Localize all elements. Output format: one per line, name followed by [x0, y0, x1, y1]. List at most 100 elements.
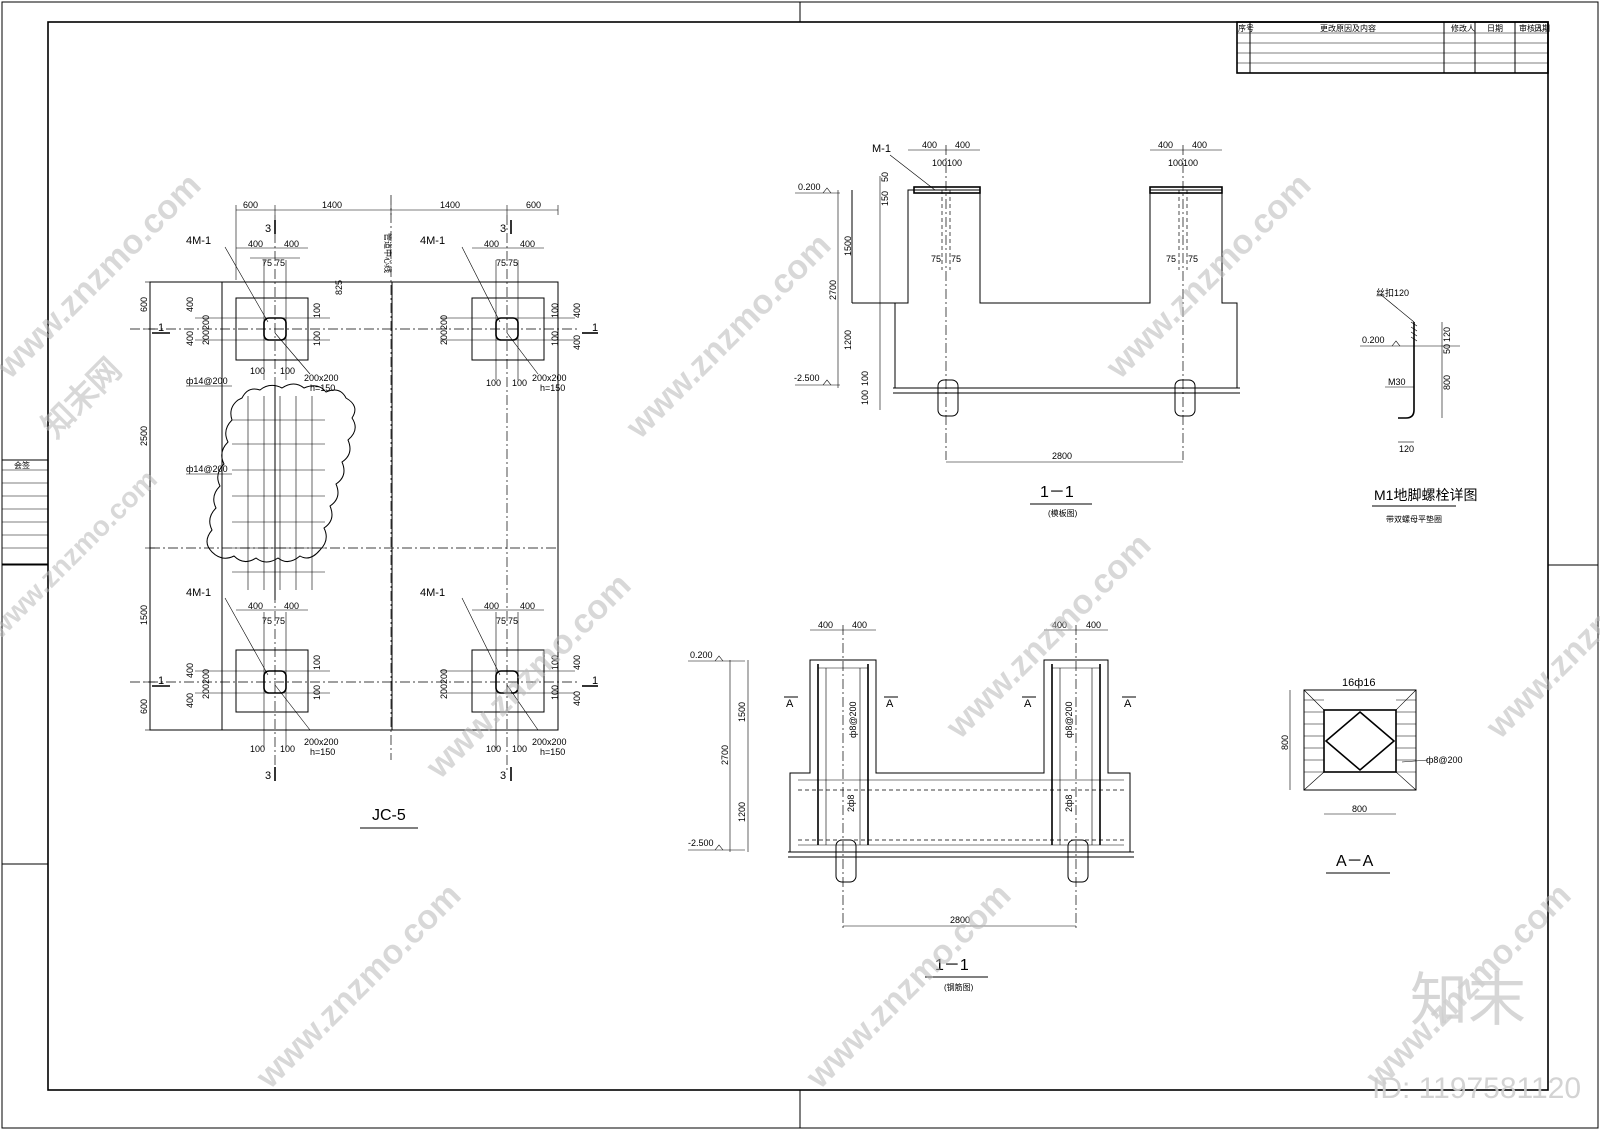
plan-dim-top-3: 1400: [440, 200, 460, 210]
bolt-top-label: 丝扣120: [1376, 287, 1409, 298]
rb-cut-2: A: [886, 698, 894, 710]
plan-title: JC-5: [372, 807, 406, 824]
pier-br-w1: 400: [484, 601, 499, 611]
section-mark-1-left-bot: 1: [158, 675, 164, 687]
watermark-site-5: www.znzmo.com: [938, 526, 1158, 746]
fw-v6: 100: [860, 371, 870, 386]
pipe-centerline-label: 管道中心线: [383, 233, 393, 273]
rb-elev-top: 0.200: [690, 650, 713, 660]
pier-tr-bolt100a: 100: [486, 378, 501, 388]
aa-stirrup: ф8@200: [1426, 755, 1463, 765]
rb-top-l2: 400: [852, 620, 867, 630]
section-mark-3-bot-left: 3: [265, 770, 271, 782]
pier-tl-b1: 75: [262, 258, 272, 268]
pier-br-bolt100b: 100: [512, 744, 527, 754]
rb-cut-1: A: [786, 698, 794, 710]
revision-table: 序号 更改原因及内容 修改人 日期 审核人 日期: [1236, 21, 1550, 74]
pier-tr-b2: 75: [508, 258, 518, 268]
watermark-site-9: www.znzmo.com: [1478, 526, 1600, 746]
rb-top-r1: 400: [1052, 620, 1067, 630]
pier-br-100b: 100: [550, 685, 560, 700]
pier-bottom-left: 400 400 75 75 400 400 200 200 100 100 10…: [185, 587, 339, 757]
pier-tr-bolt-label: 4M-1: [420, 235, 445, 247]
fw-gap-l2: 75: [951, 254, 961, 264]
fw-bolt-l: 100100: [932, 158, 962, 168]
pier-tl-bolt-label: 4M-1: [186, 235, 211, 247]
watermark-logo: 知末: [1410, 968, 1526, 1033]
pier-bl-bolt100b: 100: [280, 744, 295, 754]
watermarks: www.znzmo.com www.znzmo.com www.znzmo.co…: [0, 166, 1600, 1105]
pier-tr-bolt100b: 100: [512, 378, 527, 388]
pier-bl-100a: 100: [312, 655, 322, 670]
pier-br-anchor: 200x200: [532, 737, 567, 747]
countersign-header: 会签: [14, 460, 30, 470]
rb-top-l1: 400: [818, 620, 833, 630]
pier-tr-w2: 400: [520, 239, 535, 249]
watermark-site-6: www.znzmo.com: [248, 876, 468, 1096]
pier-br-b2: 75: [508, 616, 518, 626]
pier-br-100a: 100: [550, 655, 560, 670]
plan-dim-top-4: 600: [526, 200, 541, 210]
pier-tr-anchor: 200x200: [532, 373, 567, 383]
fw-top-l1: 400: [922, 140, 937, 150]
plan-slab-outline: [149, 281, 559, 731]
bolt-detail: 0.200 丝扣120 M30 120 50 800 120 M1地脚螺栓详图 …: [1360, 287, 1477, 524]
header-date-1: 日期: [1487, 24, 1503, 33]
pier-tr-400a: 400: [572, 303, 582, 318]
pier-tr-b1: 75: [496, 258, 506, 268]
fw-gap-l1: 75: [931, 254, 941, 264]
rb-stirrup-r: ф8@200: [1064, 701, 1074, 738]
rb-cut-3: A: [1024, 698, 1032, 710]
pier-top-left: 400 400 75 75 400 400 200 200 100 100 10…: [185, 235, 344, 393]
section-mark-1-right-bot: 1: [592, 675, 598, 687]
rb-bars-l: 2ф8: [846, 795, 856, 812]
fw-v4: 2700: [828, 280, 838, 300]
pier-bl-400b: 400: [185, 693, 195, 708]
pier-bl-w2: 400: [284, 601, 299, 611]
header-reason: 更改原因及内容: [1320, 23, 1376, 33]
fw-v1: 50: [880, 172, 890, 182]
pier-tl-100b: 100: [312, 331, 322, 346]
fw-gap-r2: 75: [1188, 254, 1198, 264]
pier-bottom-right: 400 400 75 75 400 400 200 200 100 100 10…: [420, 587, 582, 757]
bolt-foot: 120: [1399, 444, 1414, 454]
pier-bl-bolt-label: 4M-1: [186, 587, 211, 599]
pier-tl-b2: 75: [275, 258, 285, 268]
rb-bars-r: 2ф8: [1064, 795, 1074, 812]
watermark-site-3: www.znzmo.com: [1098, 166, 1318, 386]
pier-tl-w2: 400: [284, 239, 299, 249]
fw-elev-top: 0.200: [798, 182, 821, 192]
section-mark-3-bot-right: 3: [500, 770, 506, 782]
aa-h: 800: [1280, 735, 1290, 750]
plan-dim-top-2: 1400: [322, 200, 342, 210]
watermark-site-7: www.znzmo.com: [798, 876, 1018, 1096]
plan-dim-left-2: 2500: [139, 426, 149, 446]
pier-tr-anchor-h: h=150: [540, 383, 565, 393]
fw-v7: 100: [860, 390, 870, 405]
pier-tl-w1: 400: [248, 239, 263, 249]
fw-v2: 150: [880, 191, 890, 206]
pier-br-bolt-label: 4M-1: [420, 587, 445, 599]
fw-subtitle: (模板图): [1048, 508, 1078, 518]
header-date-2: 日期: [1534, 24, 1550, 33]
rb-elev-bot: -2.500: [688, 838, 714, 848]
plan-dim-tiny: 825: [334, 280, 344, 295]
pier-tl-200b: 200: [201, 330, 211, 345]
plan-view: 管道中心线 600 1400 1400 600 600 2500 1500 60…: [130, 195, 598, 829]
pier-br-200b: 200: [439, 684, 449, 699]
rb-subtitle: (钢筋图): [944, 982, 974, 992]
pier-tl-200a: 200: [201, 315, 211, 330]
pier-tl-bolt100a: 100: [250, 366, 265, 376]
aa-w: 800: [1352, 804, 1367, 814]
pier-tr-w1: 400: [484, 239, 499, 249]
watermark-site-2: www.znzmo.com: [618, 226, 838, 446]
fw-title: 1－1: [1040, 484, 1074, 501]
rb-v3: 1200: [737, 802, 747, 822]
section-mark-1-left-top: 1: [158, 322, 164, 334]
bolt-v3: 800: [1442, 375, 1452, 390]
pier-bl-b2: 75: [275, 616, 285, 626]
pier-br-anchor-h: h=150: [540, 747, 565, 757]
pier-bl-w1: 400: [248, 601, 263, 611]
